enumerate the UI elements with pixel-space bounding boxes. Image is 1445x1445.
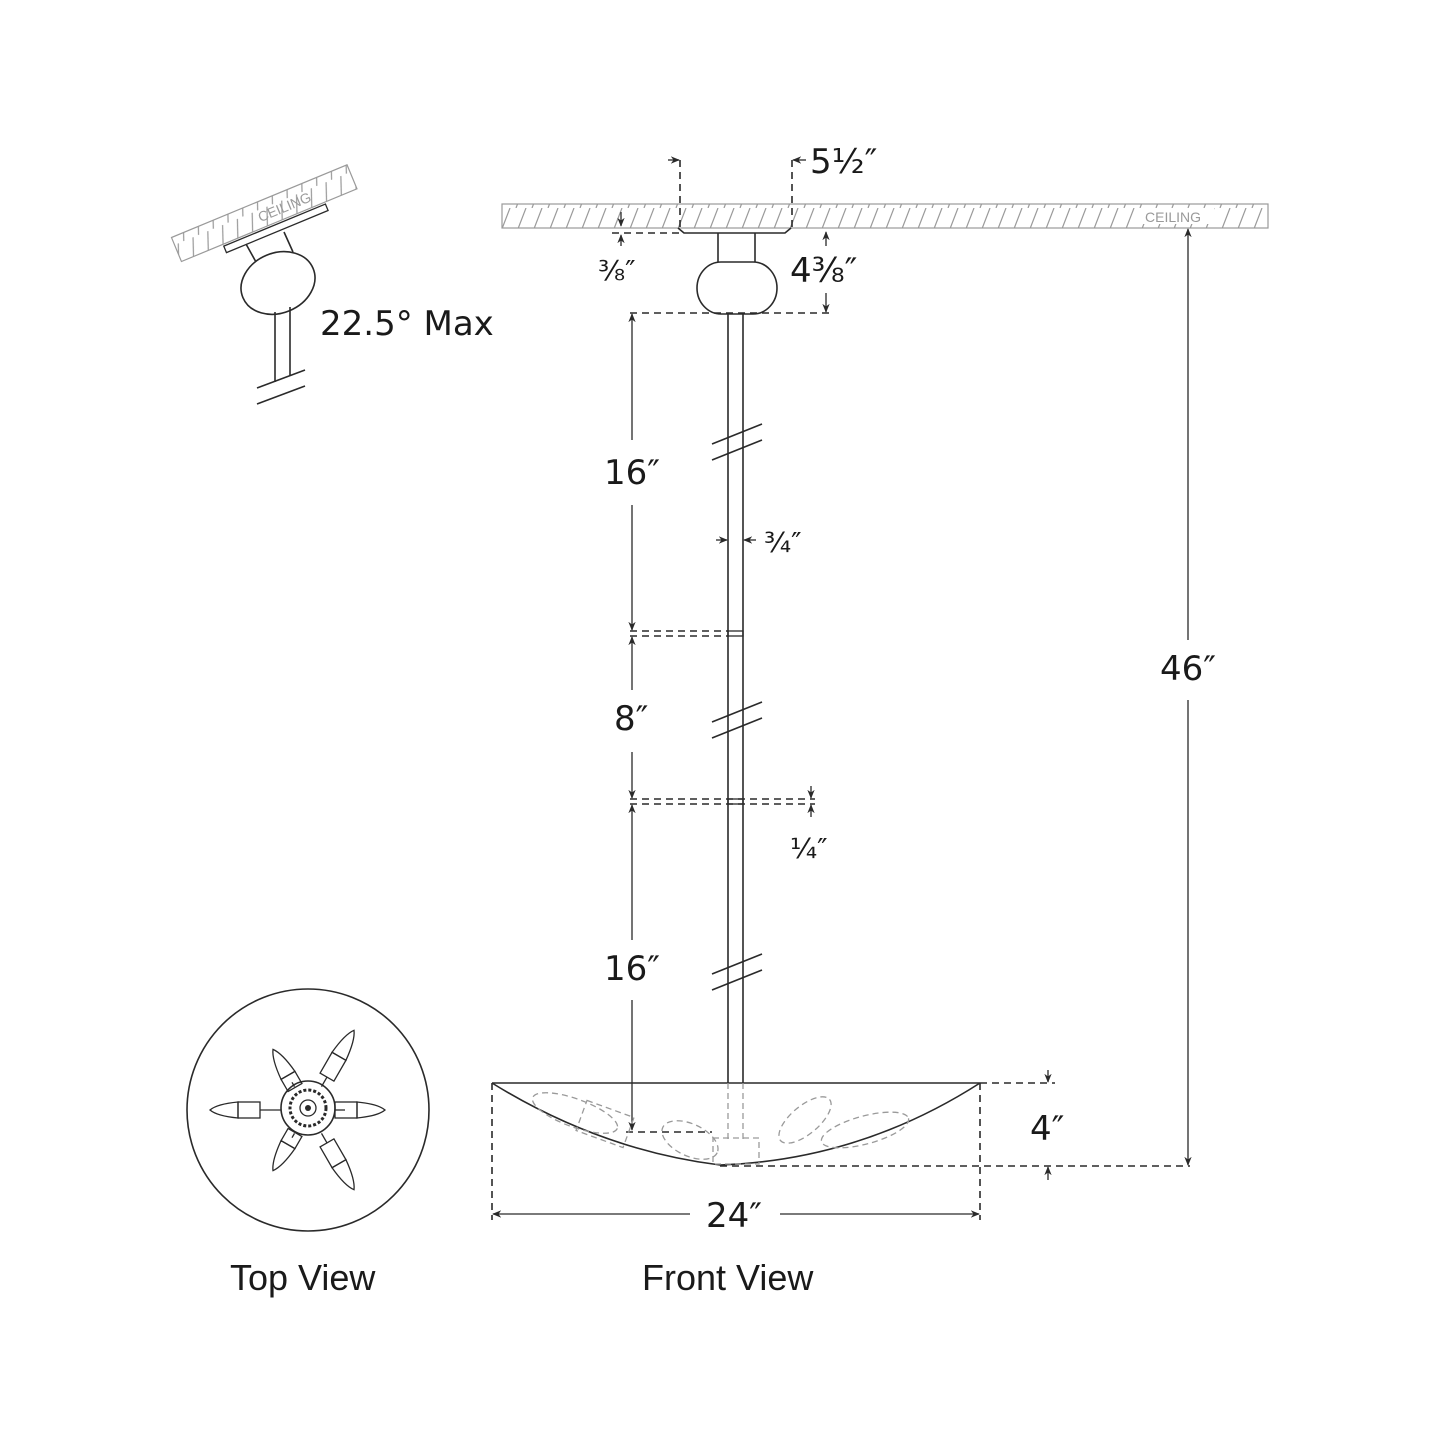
arm-3	[319, 1029, 355, 1087]
center-hub	[280, 1080, 336, 1136]
break-line-3a	[711, 953, 763, 975]
arm-1	[334, 1101, 386, 1119]
front-view: CEILING 5½″ ⅜″ 4⅜″	[491, 142, 1269, 1298]
break-line-3b	[711, 969, 763, 991]
shade-outline-top	[186, 988, 430, 1232]
hub-center-dot	[305, 1105, 311, 1111]
coupler-gap-label: ¼″	[790, 832, 828, 865]
shade-bowl	[491, 1082, 981, 1166]
top-view-caption: Top View	[230, 1257, 376, 1298]
ghost-bulb-3	[778, 1096, 832, 1144]
canopy-height-label: 4⅜″	[790, 251, 857, 291]
arm-2	[209, 1101, 281, 1119]
stem-segment-2-label: 8″	[614, 699, 648, 739]
ceiling-hatch-angled	[170, 164, 358, 263]
ghost-bulb-2	[661, 1120, 719, 1160]
overall-height-label: 46″	[1160, 649, 1216, 689]
canopy-neck-angled	[245, 231, 294, 263]
hub-center-ring	[299, 1099, 317, 1117]
shade-width-label: 24″	[706, 1196, 762, 1236]
arm-5	[272, 1048, 303, 1093]
ceiling-label: CEILING	[1145, 209, 1201, 225]
arm-4	[319, 1133, 355, 1191]
hub-detail-ring	[288, 1088, 328, 1128]
break-line-angled-2	[256, 385, 306, 405]
canopy-plate-angled	[222, 203, 329, 254]
top-view: Top View	[186, 988, 430, 1298]
break-line-1a	[711, 423, 763, 445]
break-line-2b	[711, 717, 763, 739]
break-line-1b	[711, 439, 763, 461]
shade	[491, 1082, 981, 1166]
arm-6	[272, 1127, 303, 1172]
stem-coupler-1	[727, 630, 744, 637]
stem-segment-3-label: 16″	[604, 949, 660, 989]
arms	[209, 1029, 386, 1191]
stem-diameter-label: ¾″	[764, 526, 802, 559]
break-line-2a	[711, 701, 763, 723]
ghost-bulb-4	[820, 1111, 910, 1149]
ghost-bulb-1	[531, 1092, 619, 1134]
max-angle-label: 22.5° Max	[320, 304, 494, 344]
canopy-plate	[677, 227, 792, 234]
stem-coupler-2	[727, 798, 744, 805]
stem-segment-1-label: 16″	[604, 453, 660, 493]
ball-joint-angled	[240, 250, 316, 316]
canopy-depth-label: ⅜″	[598, 254, 636, 287]
ceiling-label-bg	[1140, 208, 1214, 224]
angled-mount-view: CEILING 22.5° Max	[170, 164, 494, 405]
ghost-socket-1	[575, 1099, 635, 1149]
break-line-angled-1	[256, 369, 306, 389]
canopy-width-label: 5½″	[810, 142, 877, 182]
ball-joint	[696, 261, 778, 315]
ghost-hub	[712, 1137, 760, 1165]
shade-height-label: 4″	[1030, 1109, 1064, 1149]
front-view-caption: Front View	[642, 1257, 814, 1298]
